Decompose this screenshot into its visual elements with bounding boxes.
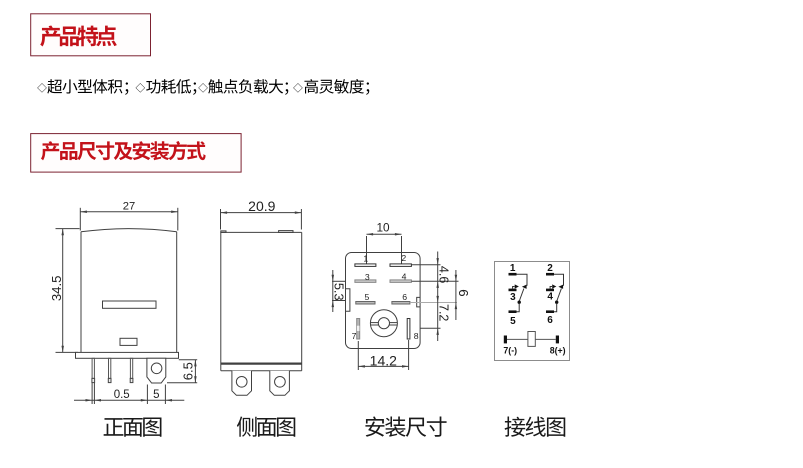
svg-text:2: 2: [547, 263, 553, 274]
svg-text:6.5: 6.5: [181, 362, 196, 380]
svg-text:14.2: 14.2: [370, 352, 397, 368]
svg-text:6: 6: [456, 289, 471, 296]
svg-text:3: 3: [365, 272, 370, 282]
svg-text:4: 4: [402, 271, 407, 281]
svg-text:3: 3: [510, 292, 516, 303]
svg-text:5: 5: [510, 316, 516, 327]
svg-text:5: 5: [153, 389, 159, 401]
svg-text:4.6: 4.6: [437, 266, 451, 283]
svg-text:6: 6: [547, 315, 553, 326]
svg-text:6: 6: [402, 292, 407, 302]
svg-text:5: 5: [364, 292, 369, 302]
svg-text:4: 4: [547, 292, 553, 303]
svg-text:8(+): 8(+): [550, 345, 566, 355]
svg-text:5.3: 5.3: [332, 283, 346, 301]
svg-text:34.5: 34.5: [49, 275, 64, 301]
svg-text:2: 2: [401, 253, 406, 263]
svg-text:7.2: 7.2: [437, 304, 451, 321]
svg-text:8: 8: [414, 331, 419, 341]
svg-text:10: 10: [376, 220, 390, 234]
svg-text:0.5: 0.5: [114, 389, 130, 401]
svg-text:1: 1: [510, 263, 516, 274]
svg-text:7: 7: [352, 331, 357, 341]
svg-text:20.9: 20.9: [248, 198, 275, 214]
svg-text:7(-): 7(-): [503, 345, 517, 355]
svg-text:1: 1: [363, 254, 368, 264]
svg-text:27: 27: [123, 200, 135, 212]
